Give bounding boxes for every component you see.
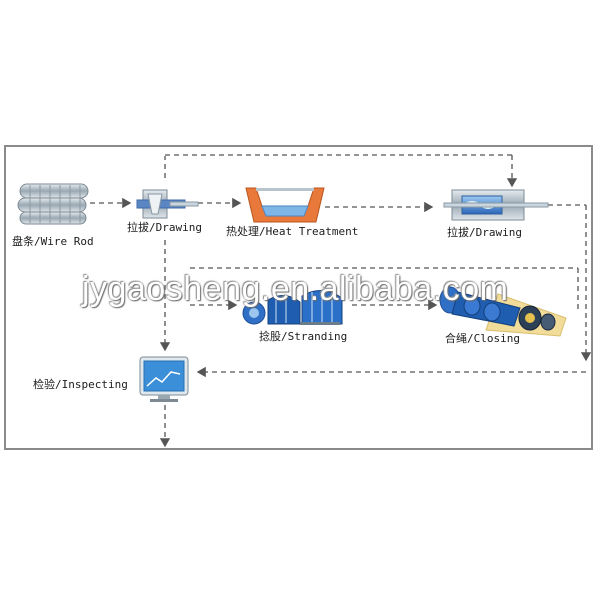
heat-treatment-label: 热处理/Heat Treatment — [226, 225, 359, 238]
inspecting-monitor-icon — [139, 356, 189, 402]
closing-machine-icon — [439, 286, 567, 337]
drawing-1-label: 拉拔/Drawing — [127, 221, 202, 234]
wire-rod-label: 盘条/Wire Rod — [12, 235, 94, 248]
drawing-die-icon-2 — [443, 189, 549, 221]
stranding-machine-icon — [242, 289, 343, 325]
closing-label: 合绳/Closing — [445, 332, 520, 345]
drawing-die-icon-1 — [136, 189, 199, 219]
wire-rod-icon — [17, 183, 89, 225]
flow-lines — [90, 154, 592, 448]
heat-treatment-icon — [245, 187, 325, 223]
inspecting-label: 检验/Inspecting — [33, 378, 128, 391]
drawing-2-label: 拉拔/Drawing — [447, 226, 522, 239]
watermark-text: jygaosheng.en.alibaba.com — [82, 270, 509, 308]
stranding-label: 捻股/Stranding — [259, 330, 348, 343]
